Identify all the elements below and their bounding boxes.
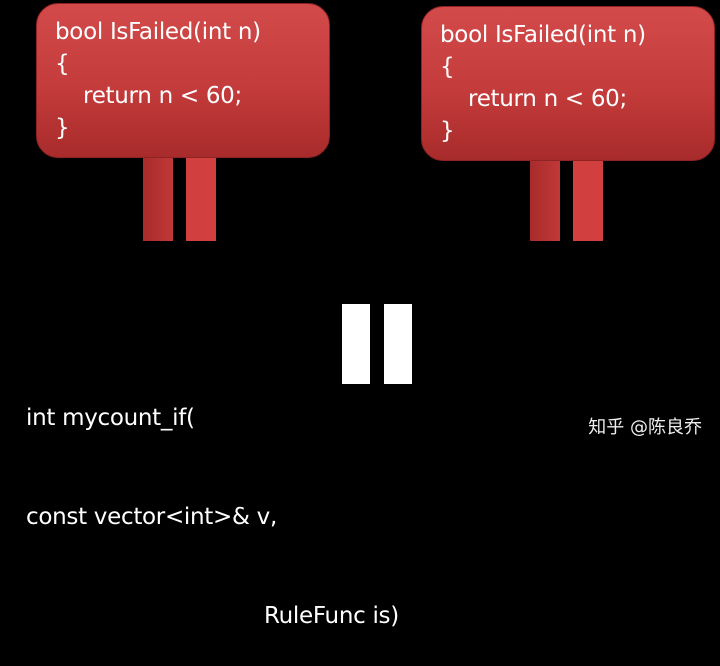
right-post-left — [530, 161, 560, 241]
right-function-card: bool IsFailed(int n) { return n < 60;} — [421, 6, 715, 161]
code-line: } — [55, 115, 70, 141]
equals-bar-right — [384, 304, 412, 384]
code-line: return n < 60; — [440, 86, 627, 112]
left-function-card: bool IsFailed(int n) { return n < 60;} — [36, 3, 330, 158]
left-post-right — [186, 158, 216, 241]
left-card-code: bool IsFailed(int n) { return n < 60;} — [55, 16, 261, 144]
code-line: bool IsFailed(int n) — [440, 22, 646, 48]
signature-line: int mycount_if( — [26, 405, 195, 431]
equals-bar-left — [342, 304, 370, 384]
code-line: bool IsFailed(int n) — [55, 19, 261, 45]
code-line: return n < 60; — [55, 83, 242, 109]
code-line: { — [55, 51, 70, 77]
right-card-code: bool IsFailed(int n) { return n < 60;} — [440, 19, 646, 147]
watermark: 知乎 @陈良乔 — [588, 417, 702, 438]
right-post-right — [573, 161, 603, 241]
code-line: { — [440, 54, 455, 80]
code-line: } — [440, 118, 455, 144]
left-post-left — [143, 158, 173, 241]
signature-line: RuleFunc is) — [264, 603, 399, 629]
signature-line: const vector<int>& v, — [26, 504, 277, 530]
mycount-if-signature: int mycount_if( const vector<int>& v, Ru… — [26, 336, 399, 666]
